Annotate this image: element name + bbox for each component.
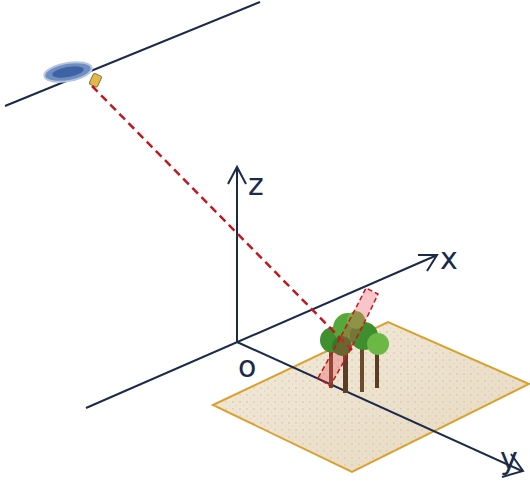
y-axis	[237, 342, 522, 471]
z-arrowhead	[228, 167, 246, 184]
axis-label: x	[440, 244, 458, 274]
axis-label: y	[500, 444, 518, 474]
range-cell	[318, 288, 378, 386]
satellite	[43, 59, 102, 88]
x-arrowhead	[418, 255, 437, 271]
orbit-line	[5, 2, 260, 106]
axis-label: o	[238, 352, 256, 382]
ground-plane	[213, 322, 529, 472]
z-axis	[236, 168, 238, 342]
radar-beam	[92, 86, 352, 350]
ground-texture	[213, 322, 529, 472]
axis-label: z	[248, 170, 264, 200]
